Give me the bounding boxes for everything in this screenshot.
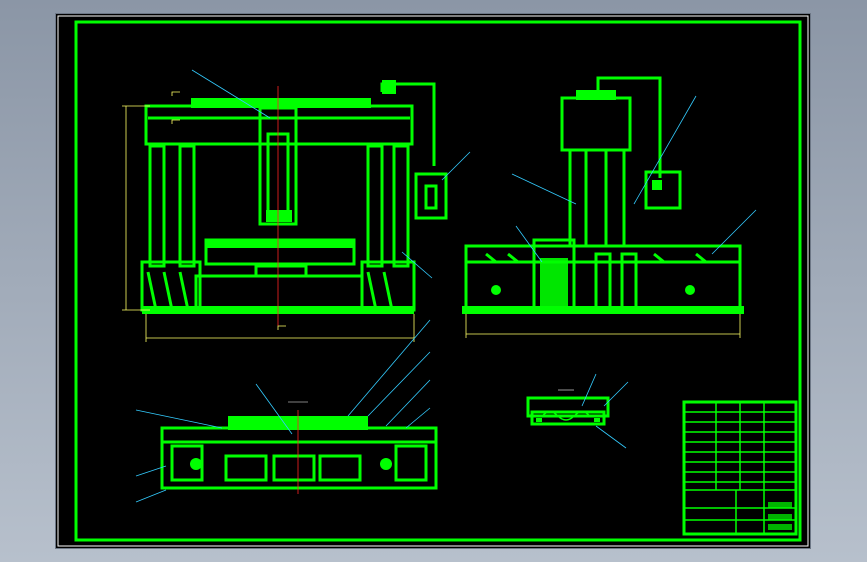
sheet-inner-border: [74, 20, 802, 542]
side-view: [462, 76, 757, 338]
title-block: [682, 400, 798, 536]
drawing-canvas: [57, 15, 809, 547]
front-view: [122, 69, 471, 342]
sheet-outer-border: [57, 15, 809, 547]
detail-view: [526, 373, 629, 449]
cad-viewport[interactable]: [56, 14, 810, 548]
plan-view: [135, 319, 438, 503]
